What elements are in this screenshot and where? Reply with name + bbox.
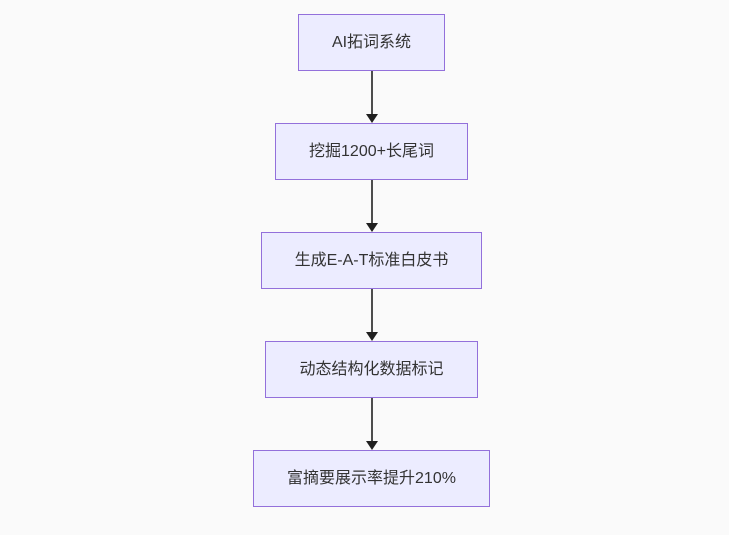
edge-n3-n4 xyxy=(365,289,378,341)
edge-line xyxy=(370,398,373,441)
edge-line xyxy=(370,180,373,223)
flow-node-longtail-keywords: 挖掘1200+长尾词 xyxy=(275,123,468,180)
edge-n2-n3 xyxy=(365,180,378,232)
flow-node-eat-whitepaper: 生成E-A-T标准白皮书 xyxy=(260,232,483,289)
flow-node-ai-keyword-system: AI拓词系统 xyxy=(297,14,446,71)
edge-line xyxy=(370,289,373,332)
edge-n4-n5 xyxy=(365,398,378,450)
edge-line xyxy=(370,71,373,114)
arrow-down-icon xyxy=(365,441,378,450)
arrow-down-icon xyxy=(365,332,378,341)
flow-node-structured-data-markup: 动态结构化数据标记 xyxy=(265,341,478,398)
arrow-down-icon xyxy=(365,223,378,232)
flowchart: AI拓词系统 挖掘1200+长尾词 生成E-A-T标准白皮书 动态结构化数据标记… xyxy=(7,14,729,507)
flow-node-rich-snippet-result: 富摘要展示率提升210% xyxy=(253,450,490,507)
edge-n1-n2 xyxy=(365,71,378,123)
arrow-down-icon xyxy=(365,114,378,123)
